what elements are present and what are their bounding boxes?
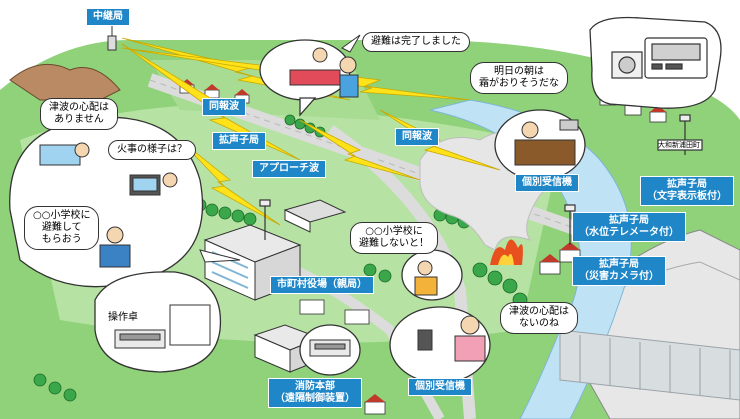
bubble-frost-line1: 明日の朝は [494,66,544,77]
label-speaker-water-level: 拡声子局 （水位テレメータ付） [572,212,686,242]
fire-icon [490,239,523,265]
label-speaker-water-line1: 拡声子局 [609,215,649,226]
bubble-school-line1: ○○小学校に [33,210,91,221]
bubble-school-must: ○○小学校に 避難しないと！ [350,222,438,254]
label-speaker-text-board-line2: （文字表示板付） [647,191,727,202]
label-speaker-text-board-line1: 拡声子局 [667,179,707,190]
label-loudspeaker-station: 拡声子局 [212,132,266,150]
label-fire-hq-line1: 消防本部 [295,381,335,392]
bubble-frost-line2: 霜がおりそうだな [479,78,559,89]
bubble-no-tsunami: 津波の心配は ありません [40,98,118,130]
bubble-tsunami-q-line1: 津波の心配は [509,306,569,317]
bubble-tsunami-q-line2: ないのね [519,318,559,329]
label-broadcast-wave: 同報波 [202,98,246,116]
receiver-device-icon [611,37,708,79]
label-relay-station: 中継局 [86,8,130,26]
people-figures [39,47,579,362]
bubble-no-tsunami-line1: 津波の心配は [49,102,109,113]
label-individual-receiver-bottom: 個別受信機 [408,378,472,396]
bubble-no-tsunami-line2: ありません [54,114,104,125]
label-city-hall: 市町村役場（親局） [270,276,374,294]
bubble-tsunami-question: 津波の心配は ないのね [500,302,578,334]
relay-antenna-icon [107,26,117,51]
bubble-school-must-line2: 避難しないと！ [359,238,429,249]
school-building [283,199,347,233]
bubble-school-line3: もらおう [41,234,82,245]
bubble-school-must-line1: ○○小学校に [365,226,423,237]
bubble-school-evacuate: ○○小学校に 避難して もらおう [24,206,100,250]
label-speaker-camera: 拡声子局 （災害カメラ付） [572,256,666,286]
label-speaker-camera-line1: 拡声子局 [599,259,639,270]
label-fire-hq-line2: （遠隔制御装置） [275,393,355,404]
bubble-fire-question: 火事の様子は？ [108,140,196,160]
label-speaker-text-board: 拡声子局 （文字表示板付） [640,176,734,206]
bubble-evacuation-done: 避難は完了しました [362,32,470,52]
speaker-pole-icon [259,114,703,245]
mountain-left [9,63,121,101]
label-console: 操作卓 [108,312,138,323]
bubble-frost: 明日の朝は 霜がおりそうだな [470,62,568,94]
signboard-text: 大和新浦田町 [658,141,700,149]
label-broadcast-wave-2: 同報波 [395,128,439,146]
label-speaker-camera-line2: （災害カメラ付） [579,271,659,282]
label-speaker-water-line2: （水位テレメータ付） [579,227,679,238]
label-approach-wave: アプローチ波 [252,160,326,178]
bubble-school-line2: 避難して [41,222,82,233]
bridge [559,329,740,401]
label-fire-hq: 消防本部 （遠隔制御装置） [268,378,362,408]
label-individual-receiver-top: 個別受信機 [515,174,579,192]
console-device-icon [114,304,351,357]
